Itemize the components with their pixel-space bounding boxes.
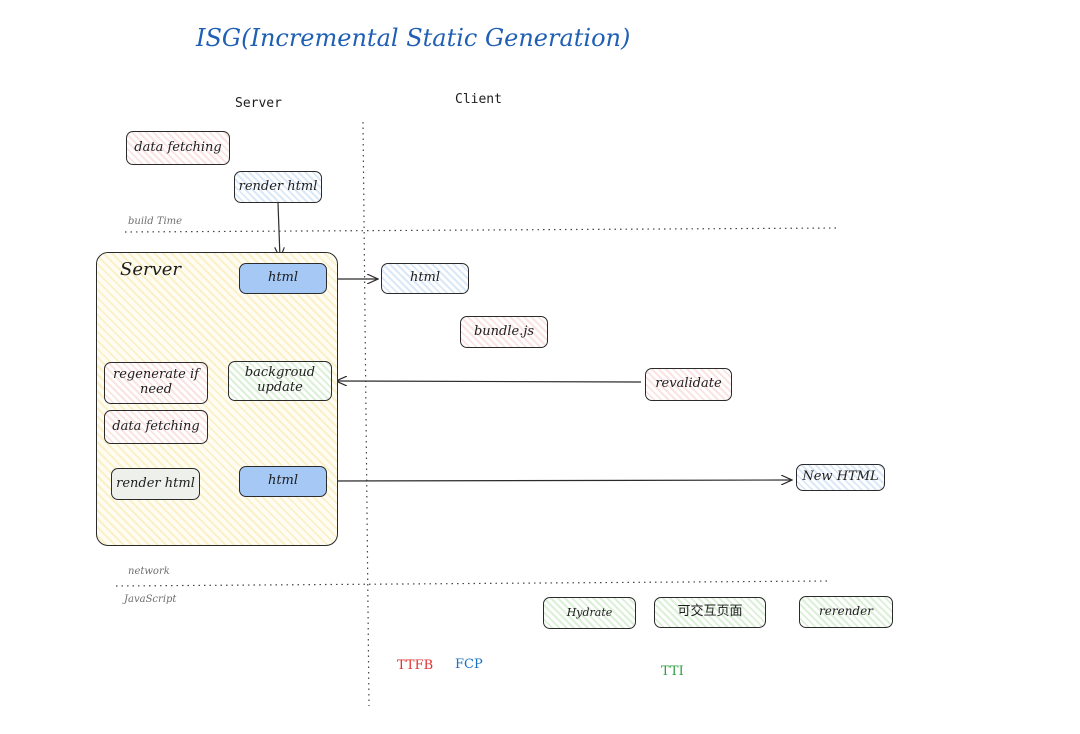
server-html-node: html xyxy=(239,263,327,294)
node-label: backgroud update xyxy=(244,365,316,395)
node-label: render html xyxy=(238,178,318,194)
arrow-render-to-html xyxy=(278,202,280,258)
inner-data-fetching-node: data fetching xyxy=(104,410,208,444)
interactive-page-node: 可交互页面 xyxy=(654,597,766,628)
build-time-label: build Time xyxy=(128,216,183,227)
ttfb-marker: TTFB xyxy=(397,658,434,673)
diagram-title: ISG(Incremental Static Generation) xyxy=(196,24,631,52)
node-label: regenerate if need xyxy=(113,367,199,397)
node-label: rerender xyxy=(819,604,873,619)
node-label: data fetching xyxy=(134,139,222,155)
node-label: revalidate xyxy=(655,376,722,392)
node-label: 可交互页面 xyxy=(677,604,743,620)
bundle-js-node: bundle.js xyxy=(460,316,548,348)
node-label: Hydrate xyxy=(566,605,613,619)
rerender-node: rerender xyxy=(799,596,893,628)
node-label: html xyxy=(267,270,299,286)
client-html-node: html xyxy=(381,263,469,294)
network-label: network xyxy=(128,566,170,577)
server-html-node-2: html xyxy=(239,466,327,497)
vertical-divider xyxy=(362,121,370,707)
server-container-label: Server xyxy=(120,259,182,280)
render-html-node: render html xyxy=(234,171,322,203)
node-label: html xyxy=(267,473,299,489)
data-fetching-node: data fetching xyxy=(126,131,230,165)
hydrate-node: Hydrate xyxy=(543,597,636,629)
build-time-divider xyxy=(124,227,839,233)
revalidate-node: revalidate xyxy=(645,368,732,401)
backgroud-update-node: backgroud update xyxy=(228,361,332,401)
server-column-header: Server xyxy=(235,96,282,111)
node-label: render html xyxy=(116,475,195,491)
tti-marker: TTI xyxy=(661,664,684,679)
arrow-revalidate-to-update xyxy=(336,381,642,382)
node-label: bundle.js xyxy=(473,323,535,339)
node-label: New HTML xyxy=(802,469,879,485)
node-label: data fetching xyxy=(112,418,200,434)
fcp-marker: FCP xyxy=(455,657,483,672)
regenerate-if-need-node: regenerate if need xyxy=(104,362,208,404)
client-column-header: Client xyxy=(455,92,502,107)
node-label: html xyxy=(409,270,441,286)
javascript-label: JavaScript xyxy=(124,594,177,605)
network-divider xyxy=(115,580,829,587)
new-html-node: New HTML xyxy=(796,464,885,491)
inner-render-html-node: render html xyxy=(111,468,200,500)
arrow-html-to-new-html xyxy=(331,480,792,481)
